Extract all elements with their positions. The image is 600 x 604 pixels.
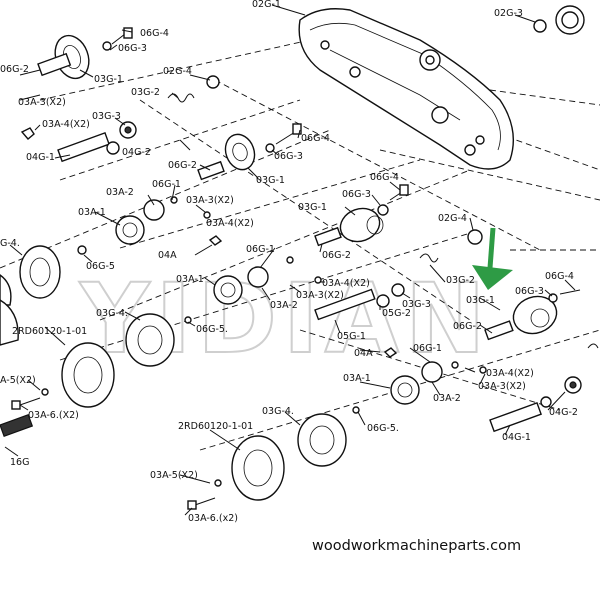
label-03A-3-x2-c: 03A-3(X2) [296, 290, 344, 301]
label-03G-1-c: 03G-1 [298, 202, 327, 213]
label-06G-2-b: 06G-2 [168, 160, 197, 171]
label-03A-5-x2: 03A-5(X2) [150, 470, 198, 481]
label-2RD60120-1-01-b: 2RD60120-1-01 [178, 421, 253, 432]
label-06G-4-c: 06G-4 [370, 172, 399, 183]
label-04G-2: 04G-2 [122, 147, 151, 158]
leader-lines [9, 4, 576, 516]
label-06G-3-b: 06G-3 [274, 151, 303, 162]
label-06G-2-d: 06G-2 [453, 321, 482, 332]
label-G-4: G-4. [0, 238, 20, 249]
label-05G-2: 05G-2 [382, 308, 411, 319]
label-06G-3-c: 06G-3 [342, 189, 371, 200]
label-03G-4: 03G-4. [96, 308, 128, 319]
gear-03G-1-middle [314, 184, 483, 263]
label-03A-6-x2-b: 03A-6.(x2) [188, 513, 238, 524]
label-03G-1: 03G-1 [94, 74, 123, 85]
label-04A-b: 04A [354, 348, 373, 359]
label-06G-2: 06G-2 [0, 64, 29, 75]
label-06G-1-c: 06G-1 [413, 343, 442, 354]
label-A-5-x2: A-5(X2) [0, 375, 36, 386]
label-03A-6-x2: 03A-6.(X2) [28, 410, 79, 421]
part-labels: 02G-1 02G-3 06G-4 06G-3 06G-2 03G-1 02G-… [0, 0, 578, 524]
label-03A-4-x2: 03A-4(X2) [42, 119, 90, 130]
label-04A: 04A [158, 250, 177, 261]
label-06G-4-d: 06G-4 [545, 271, 574, 282]
label-03G-2: 03G-2 [131, 87, 160, 98]
site-url: woodworkmachineparts.com [312, 538, 521, 554]
label-03A-1: 03A-1 [78, 207, 106, 218]
label-06G-4-b: 06G-4 [301, 133, 330, 144]
middle-left-gear-assembly [115, 196, 223, 246]
label-06G-4: 06G-4 [140, 28, 169, 39]
highlight-arrow [472, 227, 513, 290]
label-06G-5: 06G-5 [86, 261, 115, 272]
label-16G: 16G [10, 457, 29, 468]
label-03G-4-b: 03G-4. [262, 406, 294, 417]
label-03A-2: 03A-2 [106, 187, 134, 198]
label-06G-2-c: 06G-2 [322, 250, 351, 261]
gear-03G-1-right [484, 289, 599, 349]
label-05G-1: 05G-1 [337, 331, 366, 342]
label-03A-3-x2-d: 03A-3(X2) [478, 381, 526, 392]
label-03G-2-b: 03G-2 [446, 275, 475, 286]
label-06G-3-d: 06G-3 [515, 286, 544, 297]
label-06G-3: 06G-3 [118, 43, 147, 54]
label-03A-1-c: 03A-1 [343, 373, 371, 384]
label-03A-2-b: 03A-2 [270, 300, 298, 311]
lower-right-gear-assembly [383, 347, 582, 433]
label-06G-5-c: 06G-5. [367, 423, 399, 434]
roller-03G-4-middle [125, 313, 192, 367]
roller-2RD60120-upper [0, 299, 115, 408]
label-02G-4-b: 02G-4 [438, 213, 467, 224]
label-03A-2-c: 03A-2 [433, 393, 461, 404]
label-04G-1-b: 04G-1 [502, 432, 531, 443]
label-03G-1-d: 03G-1 [466, 295, 495, 306]
brush-16G [0, 413, 34, 457]
label-03G-1-b: 03G-1 [256, 175, 285, 186]
label-06G-5-b: 06G-5. [196, 324, 228, 335]
upper-left-gear-assembly [20, 27, 220, 140]
gear-03G-1-upper [197, 123, 302, 181]
roller-left-top [0, 245, 87, 306]
label-03A-4-x2-b: 03A-4(X2) [206, 218, 254, 229]
label-03G-3: 03G-3 [92, 111, 121, 122]
label-04G-2-b: 04G-2 [549, 407, 578, 418]
roller-2RD60120-lower [231, 435, 285, 501]
label-06G-1-b: 06G-1 [246, 244, 275, 255]
housing-cover [298, 8, 515, 170]
label-02G-1: 02G-1 [252, 0, 281, 10]
label-04G-1: 04G-1 [26, 152, 55, 163]
bolts [11, 388, 222, 510]
label-06G-1: 06G-1 [152, 179, 181, 190]
gear-02G-3 [533, 5, 585, 35]
label-03A-3-x2: 03A-3(X2) [18, 97, 66, 108]
label-02G-4: 02G-4 [163, 66, 192, 77]
label-02G-3: 02G-3 [494, 8, 523, 19]
label-03A-4-x2-c: 03A-4(X2) [322, 278, 370, 289]
label-03G-3-b: 03G-3 [402, 299, 431, 310]
roller-03G-4-lower [297, 406, 360, 467]
label-03A-4-x2-d: 03A-4(X2) [486, 368, 534, 379]
label-03A-3-x2-b: 03A-3(X2) [186, 195, 234, 206]
label-03A-1-b: 03A-1 [176, 274, 204, 285]
label-2RD60120-1-01: 2RD60120-1-01 [12, 326, 87, 337]
shaft-04G-1-upper [57, 132, 120, 163]
shaft-05G-1 [314, 288, 390, 321]
middle-center-assembly [213, 256, 405, 305]
